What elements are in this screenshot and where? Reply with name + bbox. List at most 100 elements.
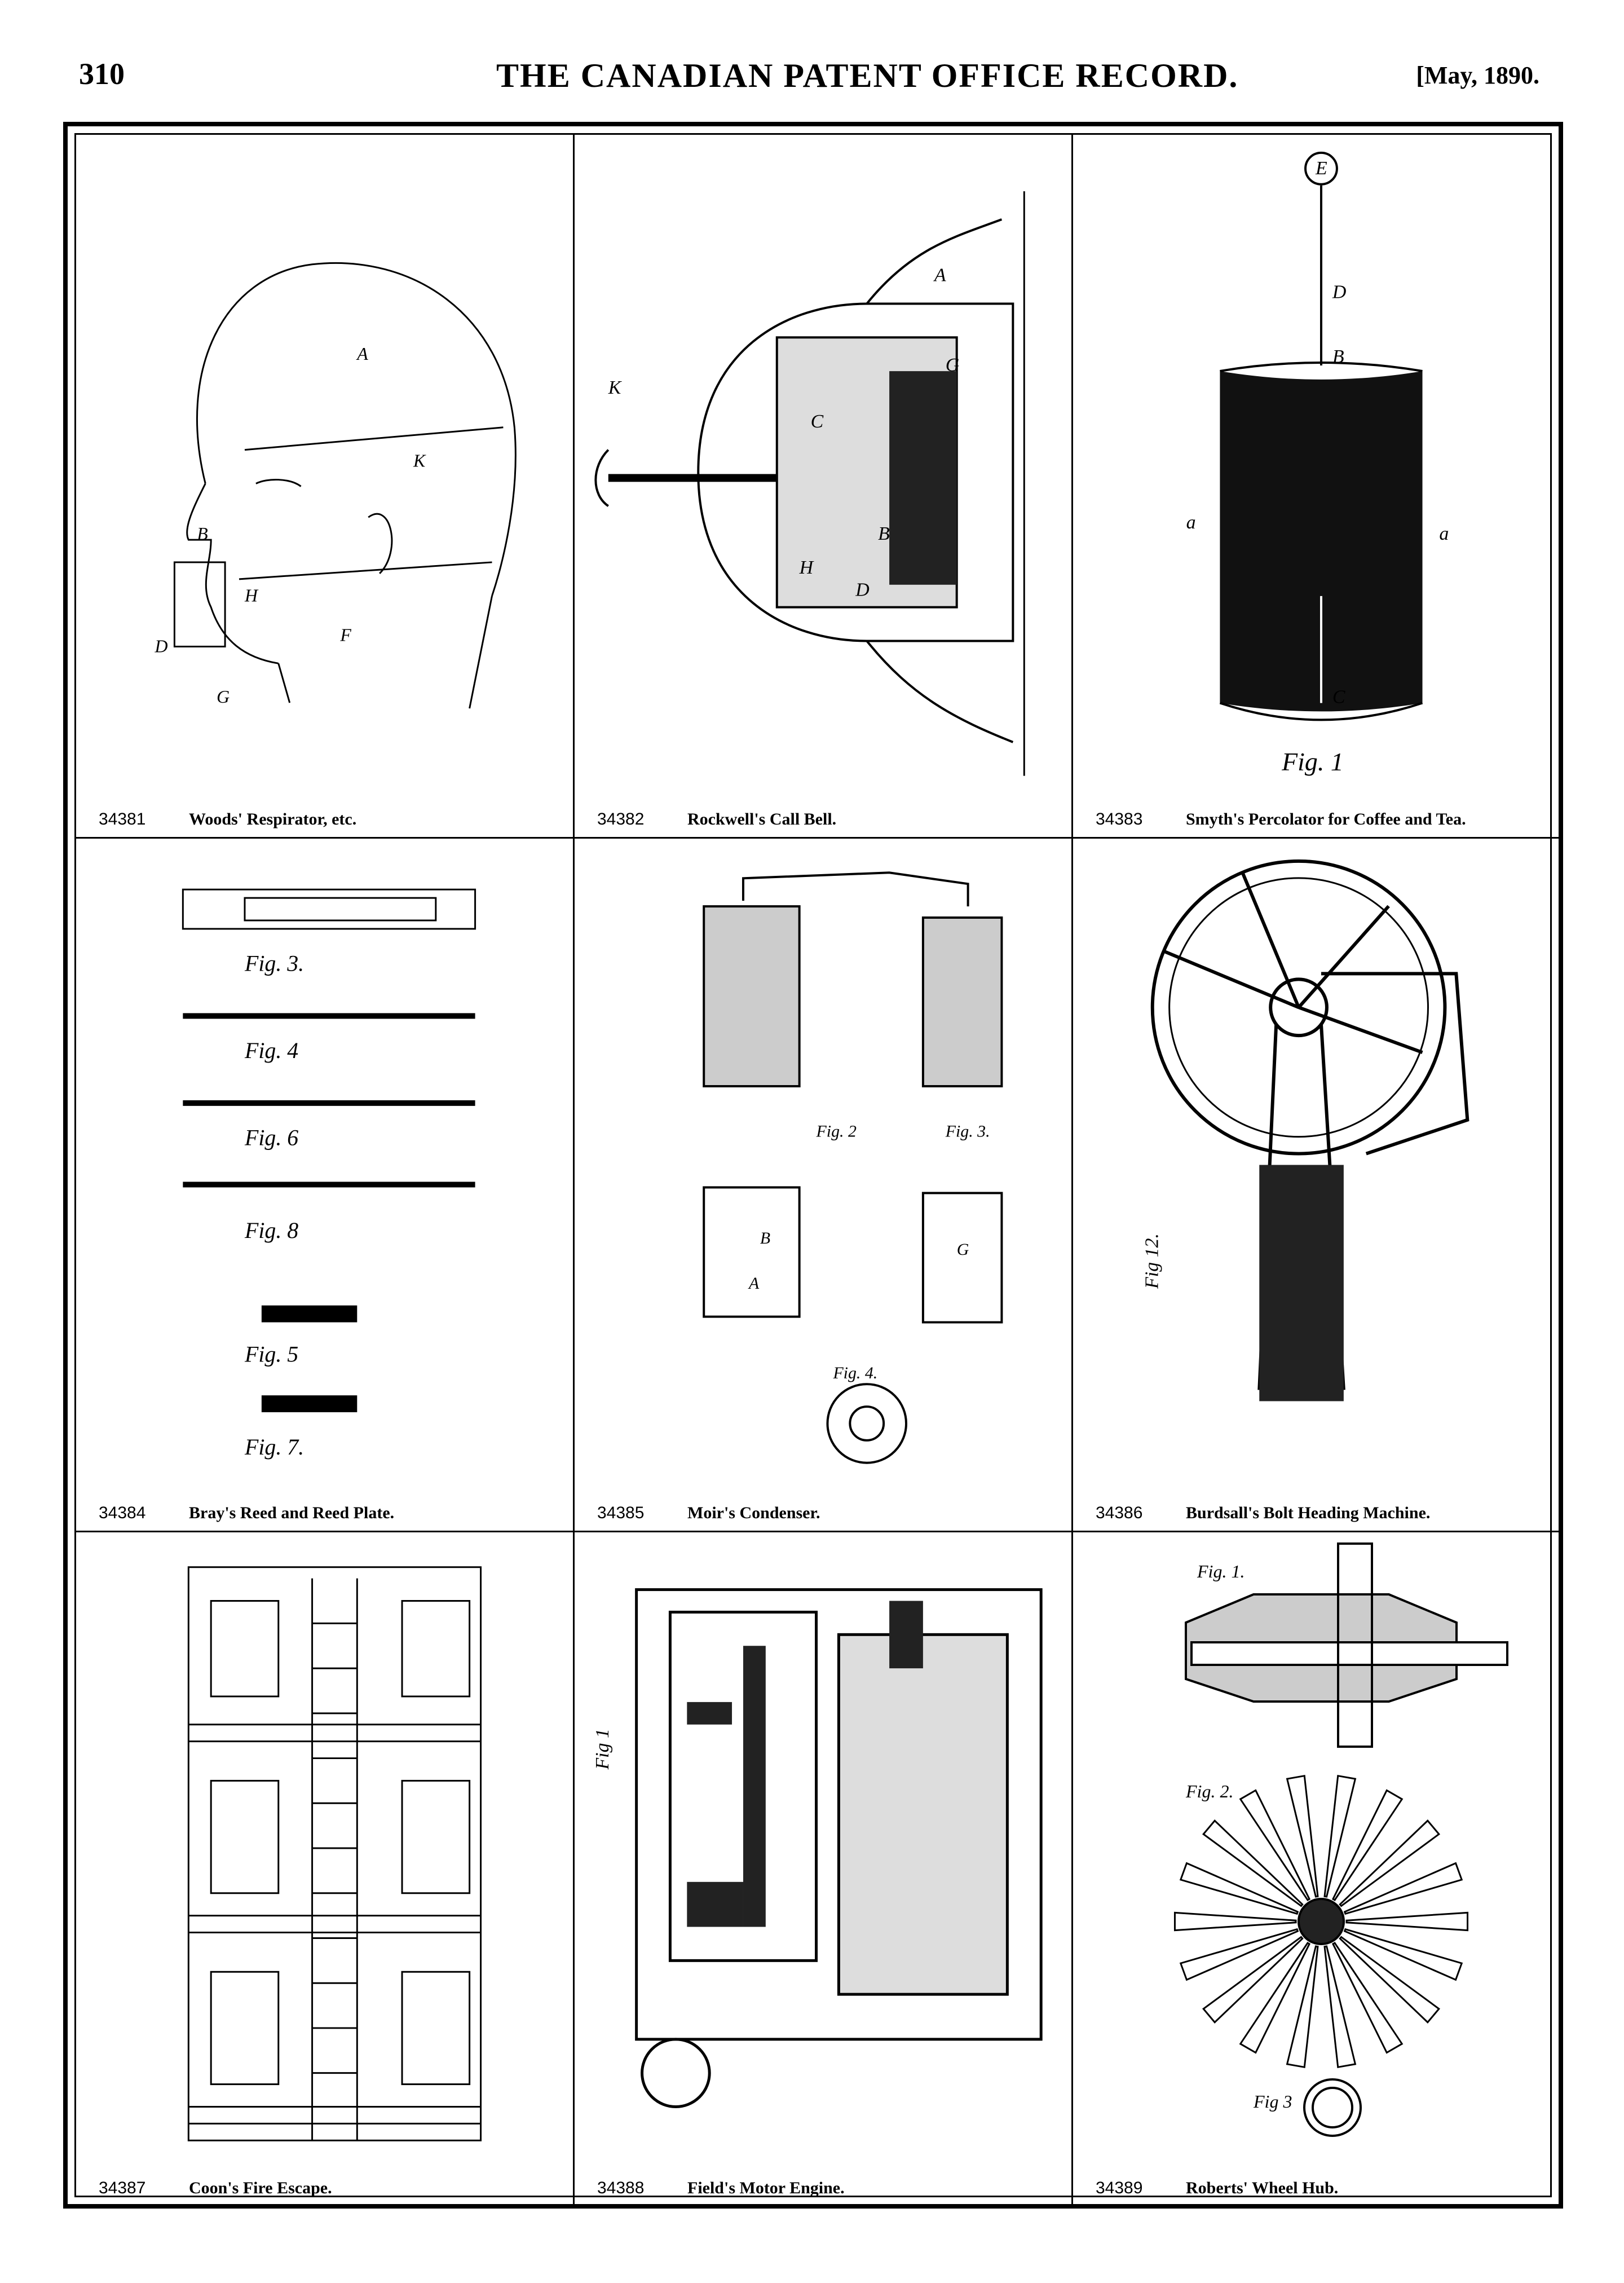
percolator-drawing: E D B a a C Fig. 1 [1186,151,1449,776]
hub-spoke [1331,1942,1404,2054]
respirator-drawing: A K B H F D G [155,262,517,709]
bolt-heading-machine-drawing: Fig 12. [1142,859,1469,1401]
patent-cell-34389: Fig. 1. Fig. 2. Fig 3 34389 Roberts' Whe… [1073,1532,1559,2206]
svg-text:Fig. 6: Fig. 6 [244,1125,298,1151]
hub-spoke [1345,1911,1469,1932]
svg-text:B: B [878,523,890,544]
page-header: 310 THE CANADIAN PATENT OFFICE RECORD. [… [0,0,1624,113]
svg-text:H: H [244,586,259,606]
patent-number: 34389 [1096,2179,1143,2197]
page-number: 310 [79,57,125,91]
hub-spoke [1239,1942,1311,2054]
svg-text:G: G [217,687,230,707]
patent-title: Moir's Condenser. [687,1504,820,1522]
issue-date: [May, 1890. [1416,61,1539,89]
svg-text:A: A [356,344,368,364]
condenser-illustration: Fig. 2 Fig. 3. Fig. 4. B A G [575,839,1071,1497]
svg-text:H: H [799,557,814,578]
motor-engine-illustration: Fig 1 [575,1532,1071,2172]
patent-number: 34382 [597,810,645,828]
hub-spoke [1202,1936,1304,2024]
svg-text:Fig 12.: Fig 12. [1142,1233,1163,1289]
patent-title: Rockwell's Call Bell. [687,810,837,828]
patent-cell-34386: Fig 12. 34386 Burdsall's Bolt Heading Ma… [1073,839,1559,1532]
svg-text:D: D [855,580,869,601]
condenser-drawing: Fig. 2 Fig. 3. Fig. 4. B A G [703,871,1003,1464]
patent-title: Burdsall's Bolt Heading Machine. [1186,1504,1431,1522]
svg-text:Fig. 5: Fig. 5 [244,1341,298,1367]
patent-plate: A K B H F D G 34381 Woods' Respirator, e… [63,122,1563,2209]
patent-number: 34387 [99,2179,146,2197]
plate-inner-frame: A K B H F D G 34381 Woods' Respirator, e… [74,133,1559,2206]
svg-text:A: A [933,265,946,286]
svg-text:a: a [1439,523,1449,544]
svg-text:Fig. 1.: Fig. 1. [1197,1561,1245,1581]
svg-text:K: K [608,377,623,398]
patent-number: 34385 [597,1504,645,1522]
patent-cell-34387: 34387 Coon's Fire Escape. [76,1532,575,2206]
motor-engine-drawing: Fig 1 [592,1588,1043,2108]
svg-text:D: D [1332,281,1347,302]
patent-cell-34385: Fig. 2 Fig. 3. Fig. 4. B A G 34385 Moir'… [575,839,1073,1532]
patent-caption: 34389 Roberts' Wheel Hub. [1073,2174,1559,2202]
patent-caption: 34384 Bray's Reed and Reed Plate. [76,1499,573,1527]
svg-text:C: C [1332,686,1345,707]
patent-cell-34383: E D B a a C Fig. 1 34383 Smyth's Percola… [1073,135,1559,839]
svg-text:B: B [760,1229,770,1248]
patent-number: 34388 [597,2179,645,2197]
svg-text:Fig 1: Fig 1 [592,1729,613,1770]
patent-caption: 34381 Woods' Respirator, etc. [76,805,573,834]
patent-title: Smyth's Percolator for Coffee and Tea. [1186,810,1466,828]
patent-caption: 34383 Smyth's Percolator for Coffee and … [1073,805,1559,834]
patent-title: Coon's Fire Escape. [189,2179,332,2197]
journal-title: THE CANADIAN PATENT OFFICE RECORD. [496,57,1239,94]
svg-text:B: B [1332,346,1344,367]
patent-number: 34386 [1096,1504,1143,1522]
hub-spoke [1286,1774,1319,1898]
hub-spoke [1202,1819,1304,1907]
svg-text:C: C [811,411,824,432]
bolt-heading-machine-illustration: Fig 12. [1073,839,1559,1497]
hub-spoke [1331,1789,1404,1901]
svg-text:Fig. 7.: Fig. 7. [244,1434,304,1460]
patent-cell-34384: Fig. 3. Fig. 4 Fig. 6 Fig. 8 Fig. 5 Fig.… [76,839,575,1532]
patent-title: Roberts' Wheel Hub. [1186,2179,1339,2197]
fire-escape-illustration [76,1532,573,2172]
fire-escape-drawing [187,1566,482,2141]
svg-text:Fig. 4.: Fig. 4. [832,1364,877,1382]
patent-number: 34383 [1096,810,1143,828]
reed-plate-illustration: Fig. 3. Fig. 4 Fig. 6 Fig. 8 Fig. 5 Fig.… [76,839,573,1497]
svg-text:K: K [413,451,426,471]
svg-text:Fig. 3.: Fig. 3. [945,1122,990,1141]
respirator-illustration: A K B H F D G [76,135,573,803]
hub-spoke [1323,1774,1357,1898]
patent-caption: 34385 Moir's Condenser. [575,1499,1071,1527]
patent-caption: 34382 Rockwell's Call Bell. [575,805,1071,834]
svg-text:Fig. 2.: Fig. 2. [1185,1781,1233,1801]
patent-caption: 34387 Coon's Fire Escape. [76,2174,573,2202]
svg-text:Fig 3: Fig 3 [1253,2091,1292,2112]
svg-text:Fig. 8: Fig. 8 [244,1218,298,1243]
patent-number: 34381 [99,810,146,828]
percolator-illustration: E D B a a C Fig. 1 [1073,135,1559,803]
call-bell-illustration: K C B H D A G [575,135,1071,803]
wheel-hub-drawing: Fig. 1. Fig. 2. Fig 3 [1173,1542,1508,2137]
hub-spoke [1343,1928,1463,1981]
patent-title: Bray's Reed and Reed Plate. [189,1504,395,1522]
svg-text:Fig. 2: Fig. 2 [816,1122,857,1141]
reed-plate-drawing: Fig. 3. Fig. 4 Fig. 6 Fig. 8 Fig. 5 Fig.… [182,888,476,1460]
wheel-hub-illustration: Fig. 1. Fig. 2. Fig 3 [1073,1532,1559,2172]
figure-label: Fig. 1 [1281,747,1344,776]
hub-spoke [1343,1862,1463,1915]
hub-spoke [1179,1862,1299,1915]
patent-caption: 34386 Burdsall's Bolt Heading Machine. [1073,1499,1559,1527]
svg-text:E: E [1315,158,1327,179]
hub-spoke [1323,1945,1357,2069]
patent-title: Woods' Respirator, etc. [189,810,357,828]
svg-text:F: F [339,625,351,645]
svg-text:B: B [197,524,208,544]
svg-text:G: G [946,355,959,376]
svg-text:A: A [748,1274,760,1293]
svg-text:a: a [1186,512,1196,533]
patent-cell-34382: K C B H D A G 34382 Rockwell's Call Bell… [575,135,1073,839]
